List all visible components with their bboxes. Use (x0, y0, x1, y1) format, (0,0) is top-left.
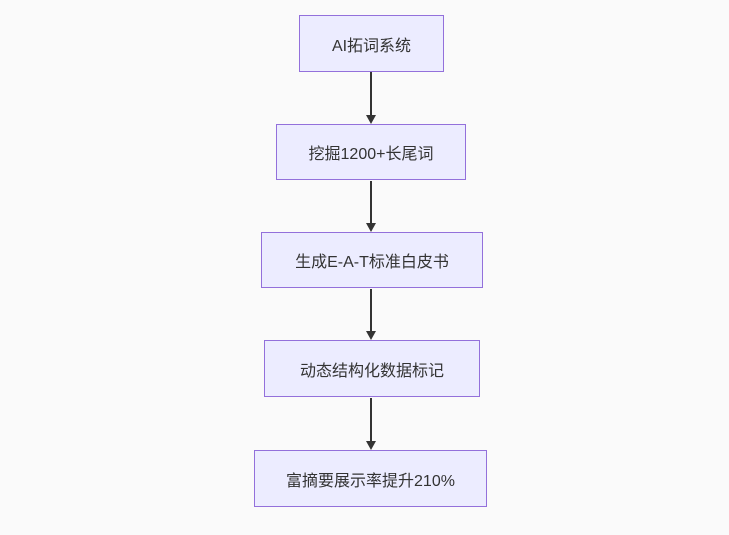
edge-line (370, 72, 372, 115)
flow-node-label: AI拓词系统 (331, 37, 412, 55)
flow-node-ai-word-expansion: AI拓词系统 (299, 15, 444, 72)
flow-node-structured-data-markup: 动态结构化数据标记 (264, 340, 480, 397)
flow-node-label: 生成E-A-T标准白皮书 (295, 254, 449, 271)
flow-node-label: 富摘要展示率提升210% (286, 472, 455, 490)
flow-edge-2 (365, 181, 377, 232)
arrow-down-icon (366, 441, 376, 450)
edge-line (370, 398, 372, 441)
flow-node-eat-whitepaper: 生成E-A-T标准白皮书 (261, 232, 483, 288)
flow-node-label: 动态结构化数据标记 (299, 362, 444, 380)
flow-edge-4 (365, 398, 377, 450)
flow-edge-1 (365, 72, 377, 124)
flow-node-rich-snippet-result: 富摘要展示率提升210% (254, 450, 487, 507)
edge-line (370, 181, 372, 223)
flow-edge-3 (365, 289, 377, 340)
flow-node-longtail-mining: 挖掘1200+长尾词 (276, 124, 466, 180)
arrow-down-icon (366, 223, 376, 232)
arrow-down-icon (366, 115, 376, 124)
flow-node-label: 挖掘1200+长尾词 (308, 146, 434, 163)
edge-line (370, 289, 372, 331)
arrow-down-icon (366, 331, 376, 340)
